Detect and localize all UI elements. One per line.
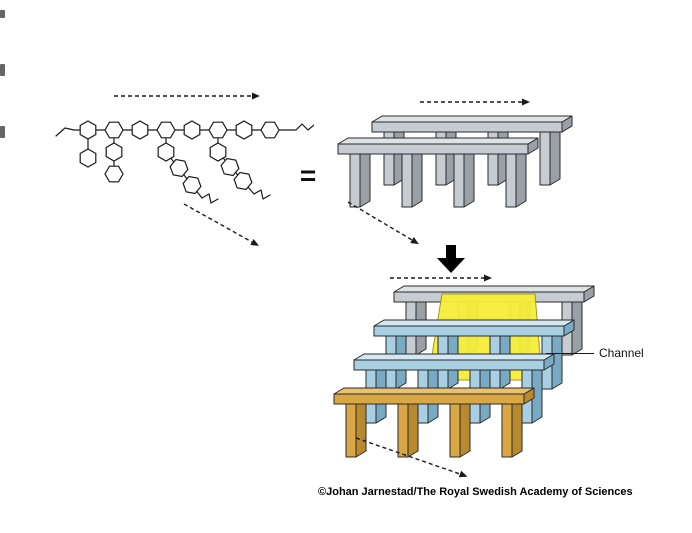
scaffold-diagram-gray	[337, 98, 573, 248]
equals-sign: =	[299, 160, 317, 191]
chain-direction-arrow-molecule	[114, 92, 260, 100]
credit-text: ©Johan Jarnestad/The Royal Swedish Acade…	[318, 486, 633, 498]
stacking-direction-arrow-molecule	[183, 203, 261, 249]
chain-direction-arrow-stack	[390, 274, 492, 282]
channel-label: Channel	[599, 346, 644, 360]
molecular-structure	[55, 92, 314, 249]
chain-direction-arrow-scaffold	[420, 98, 530, 106]
scan-artifact	[0, 10, 5, 18]
callout-line	[546, 352, 594, 354]
transform-down-arrow	[437, 245, 465, 273]
scan-artifact	[0, 126, 5, 138]
stacked-structure	[333, 274, 595, 480]
scan-artifact	[0, 64, 5, 76]
stacking-direction-arrow-stack	[355, 437, 469, 480]
channel-callout: Channel	[546, 346, 644, 360]
stack-layer-orange	[333, 387, 535, 458]
stacking-direction-arrow-scaffold	[347, 201, 421, 248]
